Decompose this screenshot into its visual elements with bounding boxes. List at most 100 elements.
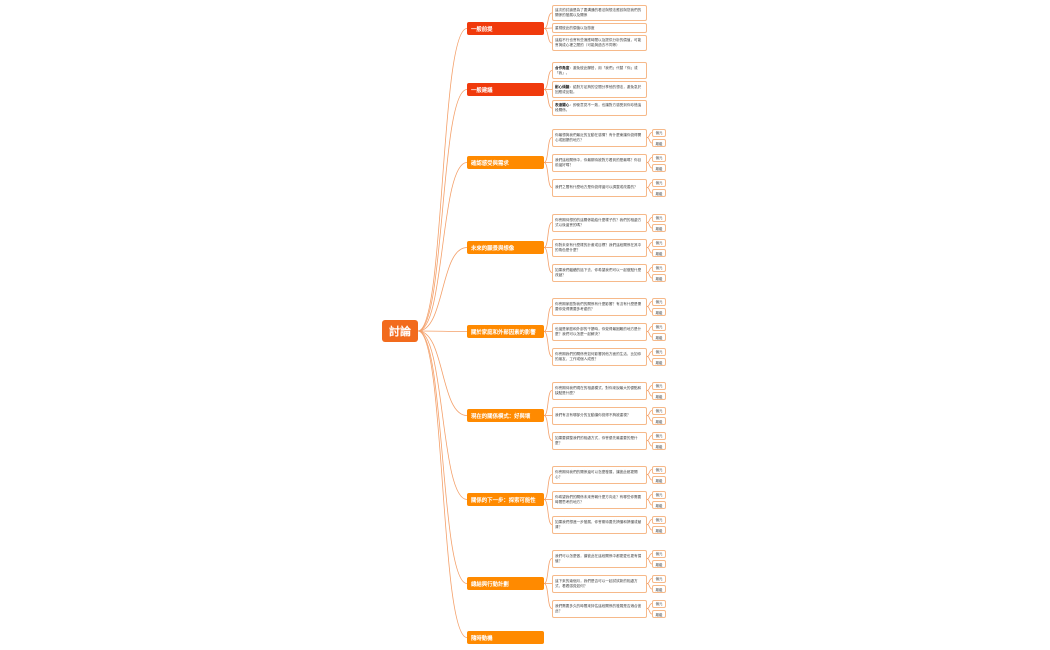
- leaf-topic[interactable]: 你會期我們的關係會如何影響其他方面的生活，比如你的朋友、工作或個人成長？: [552, 347, 647, 366]
- connector-line: [646, 272, 653, 279]
- option-pill[interactable]: 偏元: [652, 213, 666, 222]
- option-pill[interactable]: 離繼: [652, 164, 666, 172]
- option-pill[interactable]: 離繼: [652, 274, 666, 282]
- option-pill[interactable]: 離繼: [652, 526, 666, 534]
- connector-line: [646, 415, 653, 422]
- leaf-topic[interactable]: 你對未來有什麼樣的計畫或目標？我們這段關係在其中的角色是什麼？: [552, 238, 647, 257]
- connector-line: [646, 440, 653, 447]
- leaf-keyword: 表達關心: [555, 103, 570, 108]
- leaf-topic[interactable]: 耐心傾聽：給對方足夠的空間分享他的想法，避免急於回應或反駁。: [552, 81, 647, 98]
- option-pill[interactable]: 離繼: [652, 476, 666, 484]
- option-pill[interactable]: 離繼: [652, 333, 666, 341]
- option-pill[interactable]: 偏元: [652, 465, 666, 474]
- option-pill[interactable]: 離繼: [652, 392, 666, 400]
- option-pill[interactable]: 偏元: [652, 263, 666, 272]
- connector-line: [543, 474, 553, 500]
- leaf-text: 你最想與我們最近的互動在感情？有什麼東讓你覺得開心或困擾的地方？: [555, 132, 642, 142]
- leaf-topic[interactable]: 你會期家庭對我們的關係有什麼影響？有沒有什麼是需要你覺得需要多考慮的？: [552, 297, 647, 316]
- leaf-topic[interactable]: 我們有沒有哪部分的互動讓你覺得不夠被重視？: [552, 406, 647, 425]
- option-pill[interactable]: 離繼: [652, 224, 666, 232]
- option-pill[interactable]: 偏元: [652, 490, 666, 499]
- option-pill[interactable]: 離繼: [652, 585, 666, 593]
- option-pill[interactable]: 偏元: [652, 574, 666, 583]
- option-pill[interactable]: 偏元: [652, 549, 666, 558]
- leaf-topic[interactable]: 這次的討論是為了要溝通的看法與想法應該與您我們的關係的發展以及關係: [552, 5, 647, 21]
- leaf-topic[interactable]: 這下來的幾個月，我們是否可以一起試試新的相處方式，看看感覺如何？: [552, 574, 647, 593]
- connector-line: [646, 474, 653, 481]
- option-pill[interactable]: 偏元: [652, 322, 666, 331]
- leaf-text: 我們之間有什麼地方是你覺得還可以調整或改善的？: [555, 185, 638, 190]
- option-pill[interactable]: 離繼: [652, 560, 666, 568]
- leaf-topic[interactable]: 如果我們繼續的話下去，你希望我們可以一起做點什麼改變？: [552, 263, 647, 282]
- leaf-topic[interactable]: 你會期待我們現在的相處模式，對你來說最大的優點和缺點是什麼？: [552, 381, 647, 400]
- option-pill[interactable]: 離繼: [652, 501, 666, 509]
- section-topic[interactable]: 關係的下一步：探索可能性: [467, 493, 544, 506]
- connector-line: [646, 247, 653, 254]
- connector-line: [646, 499, 653, 506]
- section-topic[interactable]: 隨時動機: [467, 631, 544, 644]
- leaf-topic[interactable]: 我們這段關係中，你最期待被對方看到的是最嗎？你目前還好嗎？: [552, 153, 647, 172]
- connector-line: [543, 70, 553, 90]
- leaf-topic[interactable]: 你最想與我們最近的互動在感情？有什麼東讓你覺得開心或困擾的地方？: [552, 128, 647, 147]
- leaf-topic[interactable]: 我們需要多久的時間來評估這段關係的發展是否適合彼此？: [552, 599, 647, 618]
- leaf-text: 我們可以怎麼做，讓彼此在這段關係中都更愛也更有價值？: [555, 553, 642, 563]
- leaf-topic[interactable]: 表達關心：即使意見不一致，也讓對方感受到你珍惜這段關係。: [552, 100, 647, 116]
- option-pill[interactable]: 偏元: [652, 347, 666, 356]
- connector-line: [646, 222, 653, 229]
- section-topic[interactable]: 總結與行動計劃: [467, 577, 544, 590]
- leaf-detail: ：避免彼此歸咎，用「我們」代替「你」或「我」。: [555, 65, 638, 75]
- connector-line: [543, 583, 553, 609]
- leaf-topic[interactable]: 你會期待我們的關係還可以怎麼發展，讓彼此都更開心？: [552, 465, 647, 484]
- section-topic[interactable]: 現在的關係模式：好與壞: [467, 409, 544, 422]
- leaf-text: 我們需要多久的時間來評估這段關係的發展是否適合彼此？: [555, 603, 642, 613]
- section-topic[interactable]: 一般前提: [467, 22, 544, 35]
- section-topic[interactable]: 確認感受與需求: [467, 156, 544, 169]
- leaf-topic[interactable]: 如果我們想進一步發展，你會期待要先搞懂和搞懂或釐清？: [552, 515, 647, 534]
- root-topic[interactable]: 討論: [382, 320, 418, 342]
- leaf-topic[interactable]: 如果要調整我們的相處方式，你會優先最重要的是什麼？: [552, 431, 647, 450]
- leaf-text: 合作角度：避免彼此歸咎，用「我們」代替「你」或「我」。: [555, 66, 644, 76]
- option-pill[interactable]: 偏元: [652, 381, 666, 390]
- option-pill[interactable]: 離繼: [652, 308, 666, 316]
- leaf-topic[interactable]: 你會期待想的的這關係能給什麼樣子的？我們的相處方式以後還會的嗎？: [552, 213, 647, 232]
- connector-line: [543, 247, 553, 273]
- leaf-topic[interactable]: 你希望我們的關係未來會朝什麼方向走？有哪些你需要時間思考的地方？: [552, 490, 647, 509]
- option-pill[interactable]: 偏元: [652, 515, 666, 524]
- option-pill[interactable]: 偏元: [652, 406, 666, 415]
- connector-line: [646, 331, 653, 338]
- leaf-text: 如果要調整我們的相處方式，你會優先最重要的是什麼？: [555, 435, 638, 445]
- section-topic[interactable]: 一般建議: [467, 83, 544, 96]
- leaf-text: 這次的討論是為了要溝通的看法與想法應該與您我們的關係的發展以及關係: [555, 8, 642, 17]
- option-pill[interactable]: 離繼: [652, 139, 666, 147]
- leaf-topic[interactable]: 我們之間有什麼地方是你覺得還可以調整或改善的？: [552, 178, 647, 197]
- option-pill[interactable]: 偏元: [652, 599, 666, 608]
- option-pill[interactable]: 離繼: [652, 249, 666, 257]
- leaf-topic[interactable]: 我們可以怎麼做，讓彼此在這段關係中都更愛也更有價值？: [552, 549, 647, 568]
- option-pill[interactable]: 偏元: [652, 178, 666, 187]
- leaf-topic[interactable]: 也還是家庭和外部的干擾時，你覺得最困難的地方是什麼？我們可以怎麼一起解決？: [552, 322, 647, 341]
- option-pill[interactable]: 偏元: [652, 128, 666, 137]
- section-topic[interactable]: 關於家庭和外部因素的影響: [467, 325, 544, 338]
- option-pill[interactable]: 偏元: [652, 431, 666, 440]
- connector-line: [417, 247, 468, 332]
- leaf-topic[interactable]: 合作角度：避免彼此歸咎，用「我們」代替「你」或「我」。: [552, 62, 647, 79]
- option-pill[interactable]: 離繼: [652, 610, 666, 618]
- option-pill[interactable]: 偏元: [652, 153, 666, 162]
- leaf-topic[interactable]: 重視彼此的價值以及態度: [552, 23, 647, 33]
- option-pill[interactable]: 偏元: [652, 297, 666, 306]
- section-topic[interactable]: 未來的願景與想像: [467, 241, 544, 254]
- connector-line: [417, 330, 468, 500]
- connector-line: [543, 306, 553, 332]
- option-pill[interactable]: 離繼: [652, 358, 666, 366]
- leaf-keyword: 合作角度: [555, 65, 570, 70]
- option-pill[interactable]: 偏元: [652, 238, 666, 247]
- option-pill[interactable]: 離繼: [652, 189, 666, 197]
- connector-line: [646, 583, 653, 590]
- leaf-detail: ：給對方足夠的空間分享他的想法，避免急於回應或反駁。: [555, 84, 642, 94]
- connector-line: [417, 330, 468, 416]
- leaf-topic[interactable]: 這給不行也會有些適應時間以及提供分析的價值，可能會與成心裡之間的（可能與過去不同…: [552, 35, 647, 51]
- connector-line: [646, 608, 653, 615]
- option-pill[interactable]: 離繼: [652, 442, 666, 450]
- option-pill[interactable]: 離繼: [652, 417, 666, 425]
